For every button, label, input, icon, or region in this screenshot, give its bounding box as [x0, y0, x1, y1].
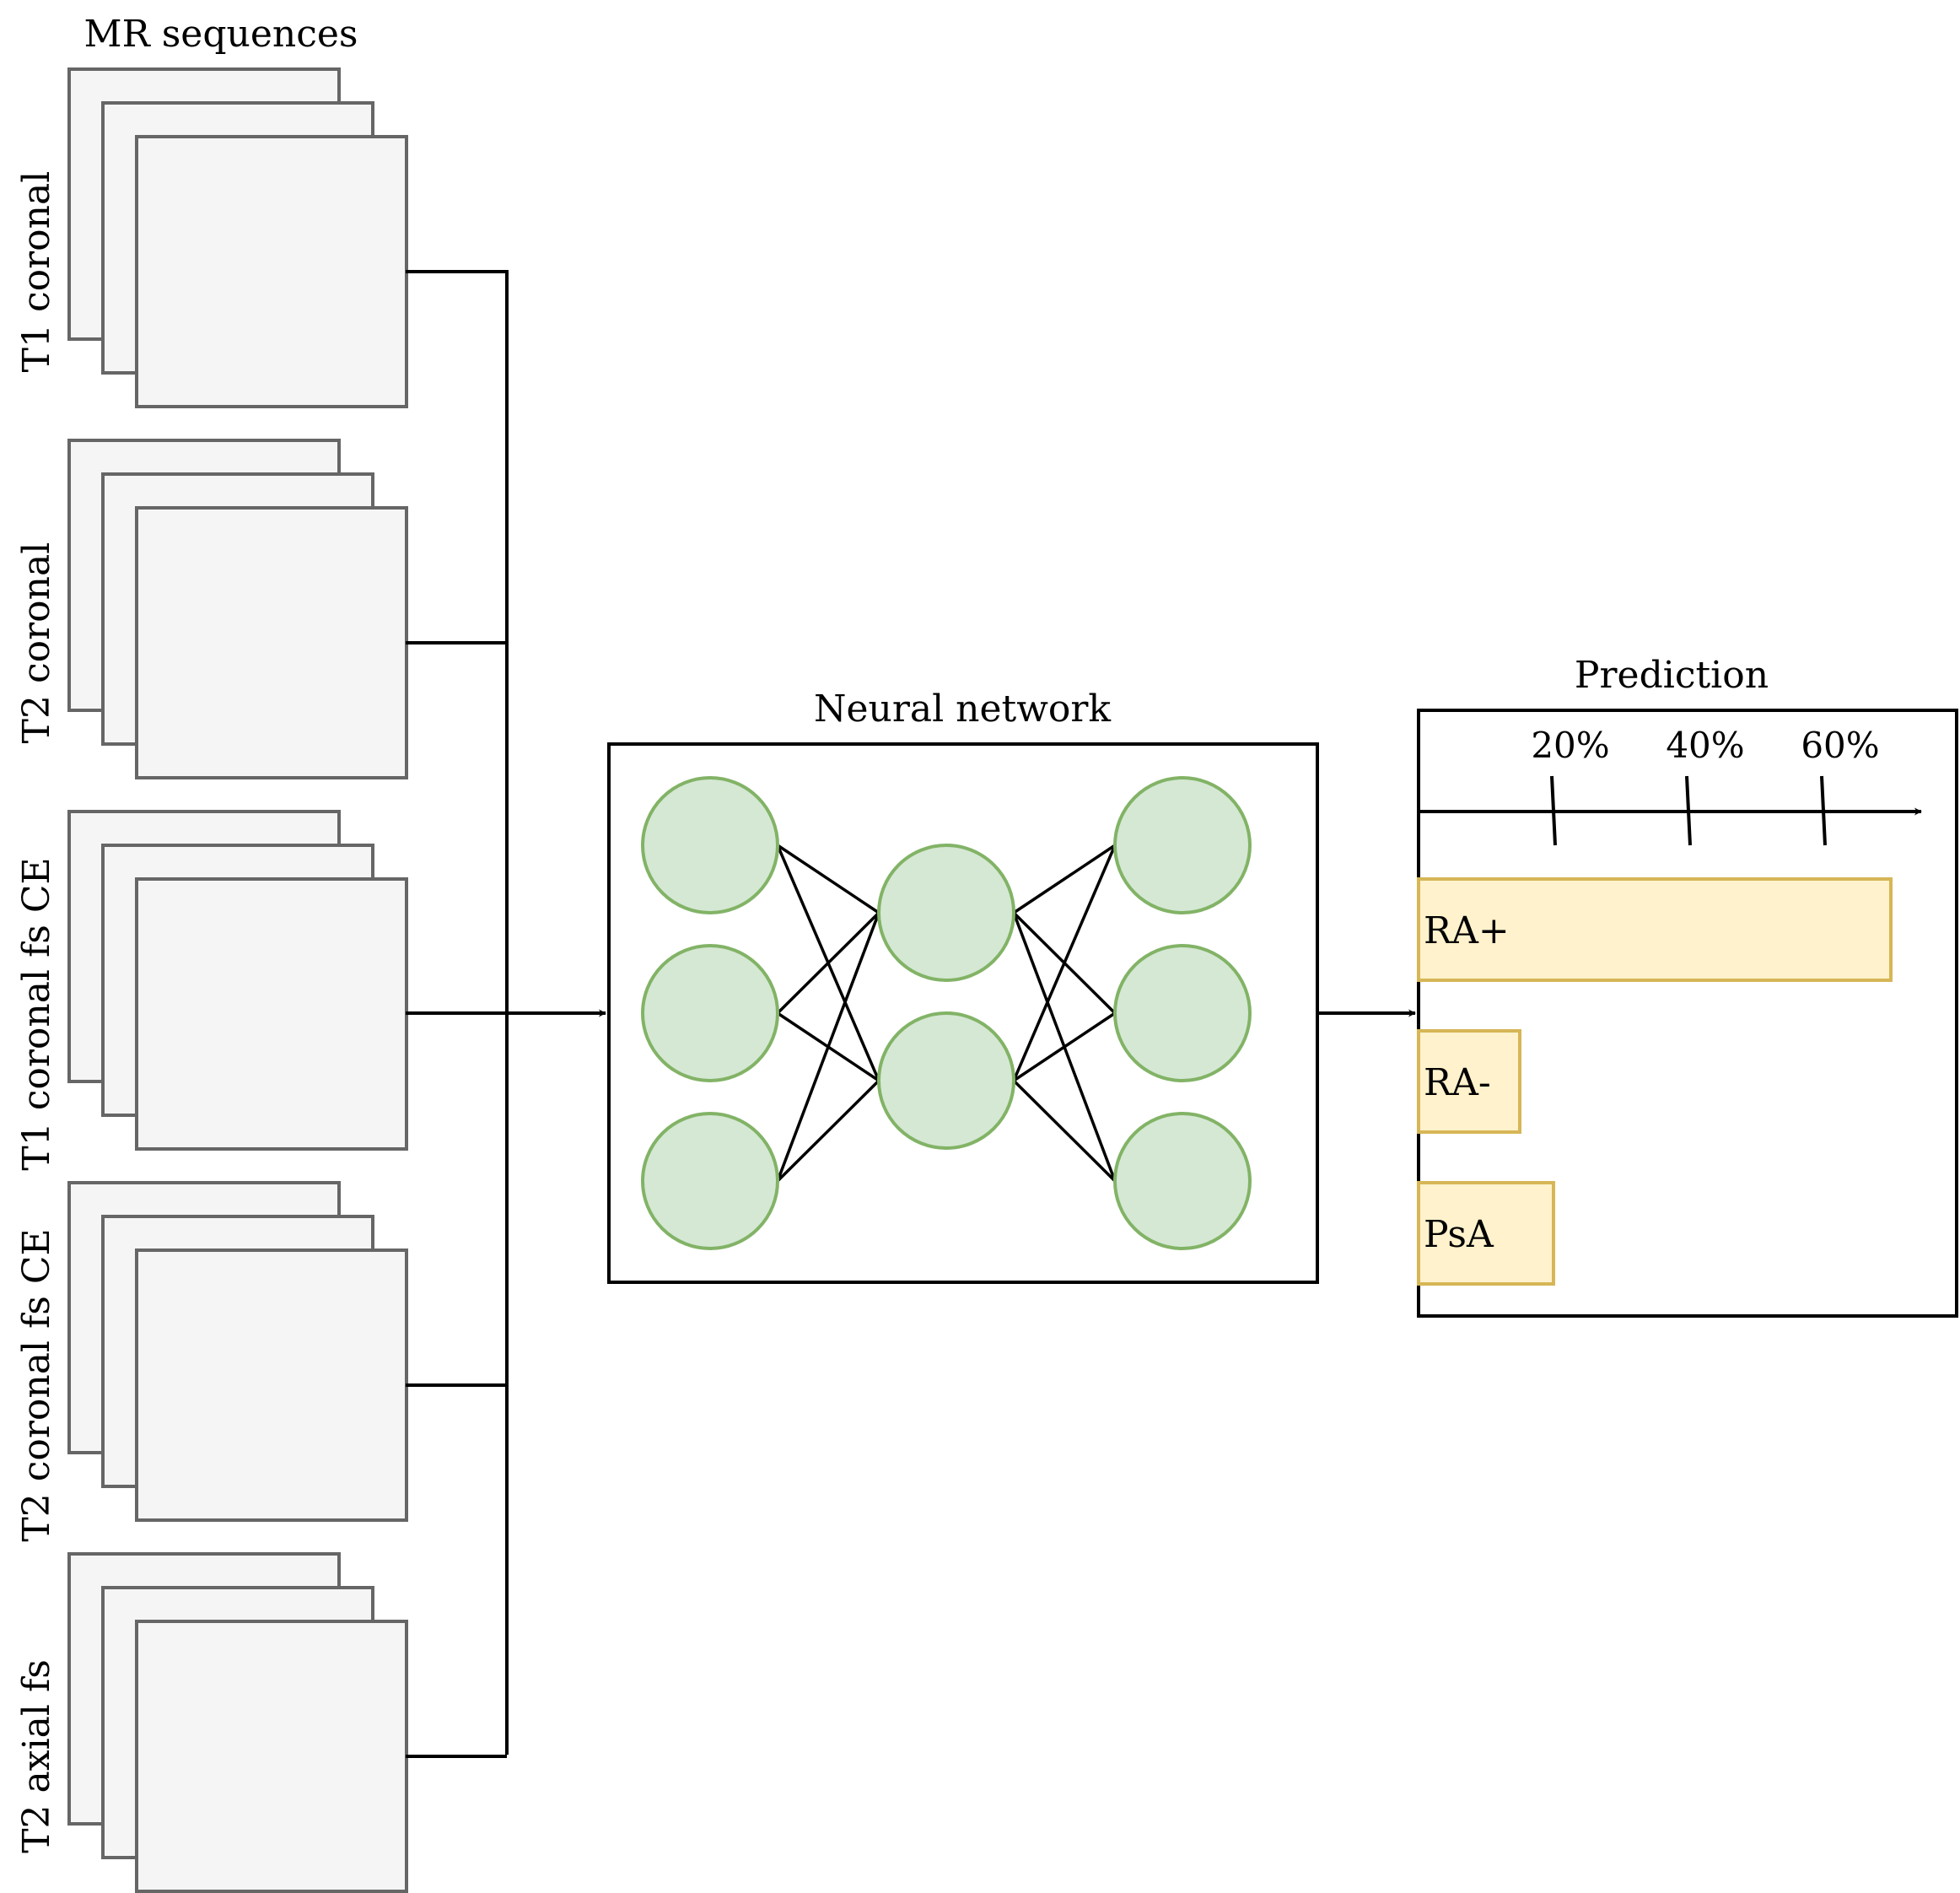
sequence-t2-coronal: T2 coronal: [15, 439, 408, 779]
network-edge: [776, 911, 880, 1015]
network-edge: [776, 1079, 880, 1183]
network-node: [641, 1112, 779, 1250]
axis-tick-mark: [1685, 775, 1692, 846]
network-node: [1113, 944, 1252, 1082]
sequence-label: T2 coronal fs CE: [15, 1228, 58, 1541]
network-edge: [1012, 1079, 1117, 1183]
network-node: [877, 1011, 1015, 1150]
sequence-label: T1 coronal fs CE: [15, 857, 58, 1170]
network-nodes: [641, 776, 1252, 1250]
axis-tick-label: 40%: [1666, 725, 1744, 766]
sequence-t1-coronal: T1 coronal: [15, 67, 408, 408]
prediction-ticks: 20% 40% 60%: [1531, 725, 1880, 846]
sequence-label: T2 coronal: [15, 542, 58, 744]
prediction-bar-label: PsA: [1424, 1213, 1494, 1256]
axis-tick-mark: [1550, 775, 1557, 846]
prediction-title: Prediction: [1575, 654, 1769, 697]
prediction-bar: [1417, 877, 1893, 982]
sequence-t2-axial-fs: T2 axial fs: [15, 1552, 408, 1893]
mr-slice-frame: [135, 1620, 408, 1893]
mr-slice-frame: [135, 1249, 408, 1522]
axis-tick-mark: [1820, 775, 1827, 846]
network-node: [1113, 1112, 1252, 1250]
neural-network-title: Neural network: [814, 688, 1111, 731]
network-edges: [776, 844, 1117, 1183]
prediction-bar-label: RA+: [1424, 909, 1510, 952]
network-node: [877, 844, 1015, 982]
mr-slice-frame: [135, 506, 408, 779]
axis-tick-label: 60%: [1801, 725, 1879, 766]
prediction-bar: [1417, 1029, 1521, 1134]
network-node: [1113, 776, 1252, 914]
mr-slice-frame: [135, 135, 408, 408]
network-edge: [1013, 1011, 1116, 1082]
prediction-bars: RA+ RA- PsA: [1417, 877, 1893, 1286]
network-edge: [777, 844, 880, 914]
bar-ra: RA+: [1417, 877, 1893, 982]
sequence-label: T1 coronal: [15, 171, 58, 373]
mr-slice-frame: [135, 877, 408, 1151]
mr-sequence-stacks: T1 coronal T2 coronal T1 coronal fs CE T2 c…: [15, 67, 408, 1893]
bar-ra: RA-: [1417, 1029, 1521, 1134]
prediction-bar: [1417, 1181, 1555, 1286]
network-node: [641, 944, 779, 1082]
bar-psa: PsA: [1417, 1181, 1555, 1286]
sequence-t1-coronal-fs-ce: T1 coronal fs CE: [15, 810, 408, 1171]
network-edge: [776, 912, 880, 1182]
network-edge: [1013, 844, 1116, 914]
mr-sequences-title: MR sequences: [84, 13, 358, 56]
network-edge: [1012, 844, 1117, 1081]
network-node: [641, 776, 779, 914]
sequence-label: T2 axial fs: [15, 1659, 58, 1853]
axis-tick-label: 20%: [1531, 725, 1609, 766]
input-connector: [406, 270, 606, 1758]
prediction-bar-label: RA-: [1424, 1061, 1491, 1104]
sequence-t2-coronal-fs-ce: T2 coronal fs CE: [15, 1181, 408, 1542]
